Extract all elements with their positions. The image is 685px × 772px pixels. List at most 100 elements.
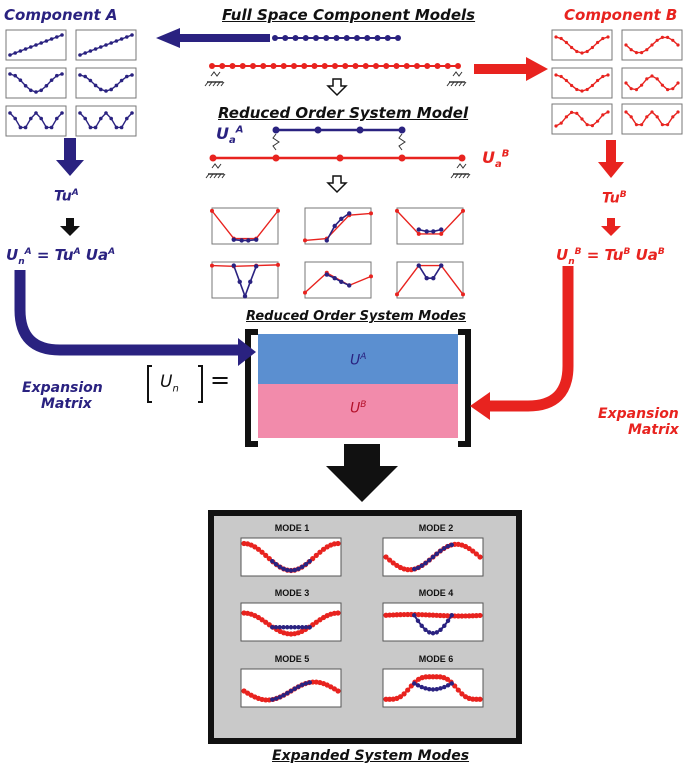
full-support-right-hatch (454, 81, 459, 87)
full-space-node-b (362, 63, 369, 69)
reduced-node-b (209, 154, 217, 162)
equals-sign: = (210, 366, 231, 394)
expanded-mode-3-blue-node (273, 625, 279, 630)
mode-6-title: MODE 6 (418, 654, 454, 664)
expanded-mode-4-red-node (466, 613, 472, 619)
expanded-mode-3-blue-node (281, 625, 286, 630)
expanded-mode-3-blue-node (296, 625, 301, 630)
expanded-mode-4-red-node (477, 612, 483, 619)
component-a-mode-4-point (109, 87, 113, 92)
full-space-node-b (434, 63, 441, 69)
component-b-mode-5-point (564, 115, 569, 119)
arrow-to-component-a (156, 28, 270, 48)
full-space-node-b (414, 63, 420, 69)
expanded-mode-2-blue-node (427, 557, 432, 563)
component-b-mode-3-point (601, 74, 605, 79)
component-b-mode-4-point (676, 81, 680, 85)
full-space-node-b (373, 63, 379, 69)
matrix-ua-label: UA (350, 352, 367, 369)
full-space-node-a (374, 35, 381, 41)
component-b-mode-5-point (590, 124, 595, 128)
expanded-mode-3-blue-node (285, 625, 290, 630)
full-space-node-a (282, 35, 289, 41)
reduced-mode-6-red (396, 264, 464, 295)
reduced-node-a (314, 126, 322, 134)
expanded-mode-4-blue-node (412, 613, 417, 618)
expanded-mode-4-red-node (401, 611, 407, 618)
expanded-mode-3-blue-node (303, 625, 309, 630)
expanded-mode-2-blue-node (434, 551, 439, 557)
expanded-mode-6-blue-node (442, 684, 447, 690)
reduced-mode-5-red-node (303, 290, 307, 295)
reduced-mode-4-frame (211, 261, 279, 299)
reduced-mode-3-red-node (395, 208, 399, 213)
full-space-node-b (403, 63, 410, 69)
component-a-mode-2-point (130, 33, 134, 37)
component-a-mode-6-point (109, 116, 113, 121)
full-space-node-a (384, 35, 391, 41)
component-a-title: Component A (4, 6, 118, 24)
full-space-node-b (209, 63, 215, 69)
full-space-node-b (383, 63, 390, 69)
component-a-mode-2-point (88, 49, 93, 53)
component-b-mode-1-point (570, 45, 574, 50)
component-b-mode-1-point (590, 45, 595, 50)
component-b-mode-3-point (590, 83, 595, 88)
reduced-mode-3-red-node (416, 231, 421, 236)
expanded-mode-3-blue-node (307, 625, 312, 630)
reduced-support-left-hatch (217, 173, 222, 179)
arrow-a-down-2 (60, 218, 80, 236)
component-a-mode-3-point (13, 73, 17, 78)
expanded-mode-4-red-node (444, 613, 451, 619)
component-a-mode-2-point (114, 39, 119, 43)
expanded-mode-5-blue-node (273, 696, 279, 701)
component-a-mode-1-point (23, 47, 28, 51)
component-a-mode-6-point (125, 116, 129, 121)
full-space-node-b (393, 63, 400, 69)
component-b-mode-3-point (585, 87, 589, 92)
component-a-mode-4-point (104, 89, 108, 93)
mode-1-title: MODE 1 (274, 523, 310, 533)
expanded-mode-4-red-node (455, 613, 461, 619)
component-b-mode-6-point (634, 123, 639, 127)
component-b-mode-2-point (624, 43, 628, 47)
expanded-mode-4-blue-node (445, 618, 451, 624)
reduced-mode-5-blue-node (332, 276, 337, 281)
reduced-support-left-hatch (209, 173, 214, 179)
component-b-mode-1-point (564, 40, 569, 45)
arrow-down-full-to-reduced (326, 78, 348, 97)
reduced-mode-4-red (211, 264, 279, 268)
full-space-node-b (270, 63, 277, 69)
expanded-mode-1-blue-node (273, 562, 279, 567)
reduced-mode-6-blue-node (424, 276, 429, 281)
reduced-support-left-hatch (221, 173, 226, 179)
component-b-mode-1-frame (551, 29, 613, 61)
reduced-node-a (356, 126, 364, 134)
component-b-mode-3-point (580, 89, 584, 93)
expanded-mode-2-red-node (405, 567, 411, 573)
expanded-mode-1-blue-node (303, 562, 309, 567)
component-b-mode-3-frame (551, 67, 613, 99)
component-a-mode-6-point (93, 125, 98, 130)
full-space-node-a (302, 35, 309, 41)
component-a-mode-4-point (78, 73, 82, 77)
component-b-mode-2-point (655, 38, 659, 42)
expanded-mode-2-blue-node (445, 544, 451, 549)
component-a-mode-3-point (49, 78, 54, 83)
reduced-mode-2-red-node (303, 238, 307, 243)
expanded-mode-2-red-node (473, 551, 479, 557)
component-b-mode-2-point (629, 48, 633, 52)
component-b-mode-5-point (580, 117, 584, 121)
expanded-mode-4-red-node (462, 613, 469, 619)
component-b-mode-3-point (606, 73, 610, 77)
full-support-right-hatch (458, 81, 463, 87)
full-space-node-a (364, 35, 371, 41)
component-a-mode-2-point (125, 35, 129, 39)
expanded-mode-1-blue-node (296, 566, 301, 572)
full-support-right-hatch (446, 81, 451, 87)
component-a-mode-4-point (99, 87, 103, 92)
component-a-mode-2-point (119, 37, 124, 41)
expanded-mode-6-blue-node (427, 687, 432, 692)
expanded-mode-2-blue-node (438, 548, 443, 554)
reduced-support-left-hatch (213, 173, 218, 179)
